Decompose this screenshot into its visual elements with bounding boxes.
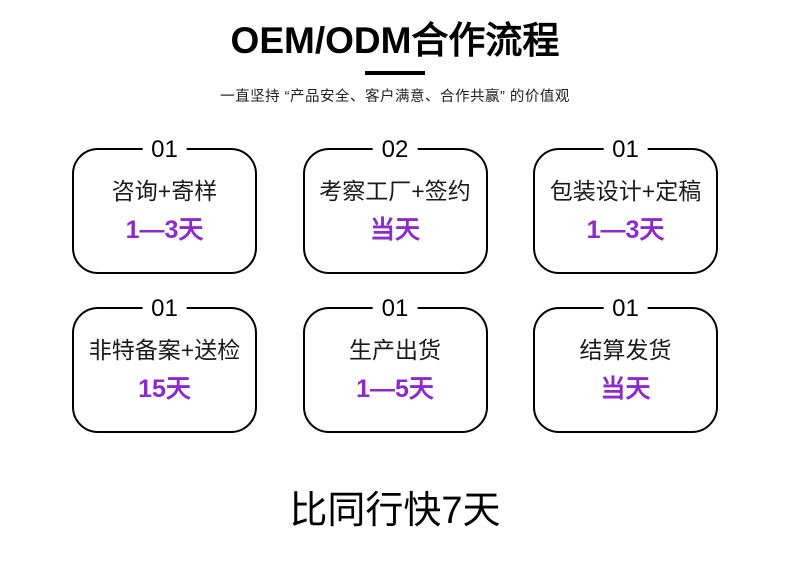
step-duration: 1—5天 <box>356 375 434 403</box>
step-card-factory-visit: 02 考察工厂+签约 当天 <box>302 138 488 274</box>
step-label: 包装设计+定稿 <box>549 178 702 204</box>
step-number-badge: 01 <box>372 297 418 321</box>
step-label: 考察工厂+签约 <box>319 178 471 204</box>
step-label: 生产出货 <box>349 337 441 363</box>
step-card-filing-inspection: 01 非特备案+送检 15天 <box>72 297 257 433</box>
slogan-text: 比同行快7天 <box>289 490 501 532</box>
step-number-badge: 01 <box>142 297 187 321</box>
step-duration: 15天 <box>138 375 191 403</box>
step-label: 咨询+寄样 <box>111 178 218 204</box>
page-subtitle: 一直坚持 “产品安全、客户满意、合作共赢” 的价值观 <box>220 89 570 105</box>
title-divider <box>365 71 425 75</box>
step-label: 结算发货 <box>579 337 672 363</box>
step-label: 非特备案+送检 <box>88 337 241 363</box>
page-title: OEM/ODM合作流程 <box>230 20 560 61</box>
step-number-badge: 01 <box>603 138 648 162</box>
step-number-badge: 02 <box>372 138 418 162</box>
step-card-packaging-design: 01 包装设计+定稿 1—3天 <box>533 138 718 274</box>
step-duration: 当天 <box>600 375 651 403</box>
step-card-production-shipping: 01 生产出货 1—5天 <box>302 297 488 433</box>
step-duration: 1—3天 <box>586 216 665 244</box>
step-duration: 当天 <box>369 216 420 244</box>
step-card-settlement-delivery: 01 结算发货 当天 <box>533 297 718 433</box>
step-card-consult: 01 咨询+寄样 1—3天 <box>72 138 257 274</box>
steps-grid: 01 咨询+寄样 1—3天 02 考察工厂+签约 当天 01 包装设计+定稿 1… <box>72 138 718 433</box>
step-number-badge: 01 <box>142 138 187 162</box>
step-number-badge: 01 <box>603 297 648 321</box>
step-duration: 1—3天 <box>125 216 204 244</box>
